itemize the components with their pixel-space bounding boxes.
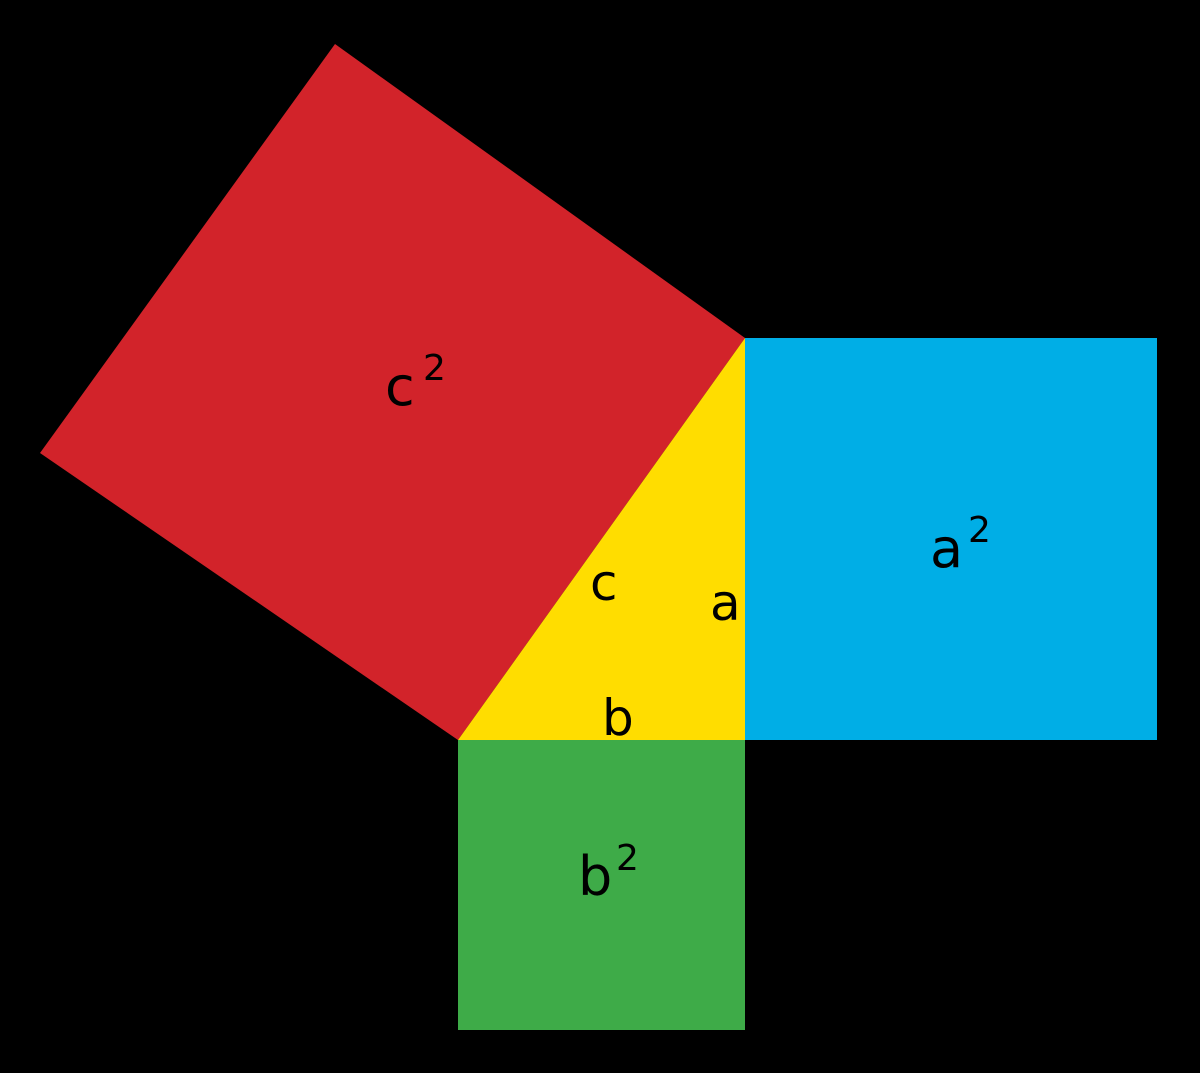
a-squared-exponent: 2 [968,510,991,551]
side-a-label: a [710,574,741,632]
side-c-label: c [590,554,618,612]
b-squared-label: b [578,845,612,908]
leg-a-square-a2 [745,338,1157,740]
b-squared-exponent: 2 [616,838,639,879]
c-squared-exponent: 2 [423,348,446,389]
a-squared-label: a [930,517,963,580]
hypotenuse-square-c2 [40,44,745,740]
leg-b-square-b2 [458,740,745,1030]
c-squared-label: c [385,355,415,418]
side-b-label: b [602,689,634,747]
right-triangle [458,338,745,740]
